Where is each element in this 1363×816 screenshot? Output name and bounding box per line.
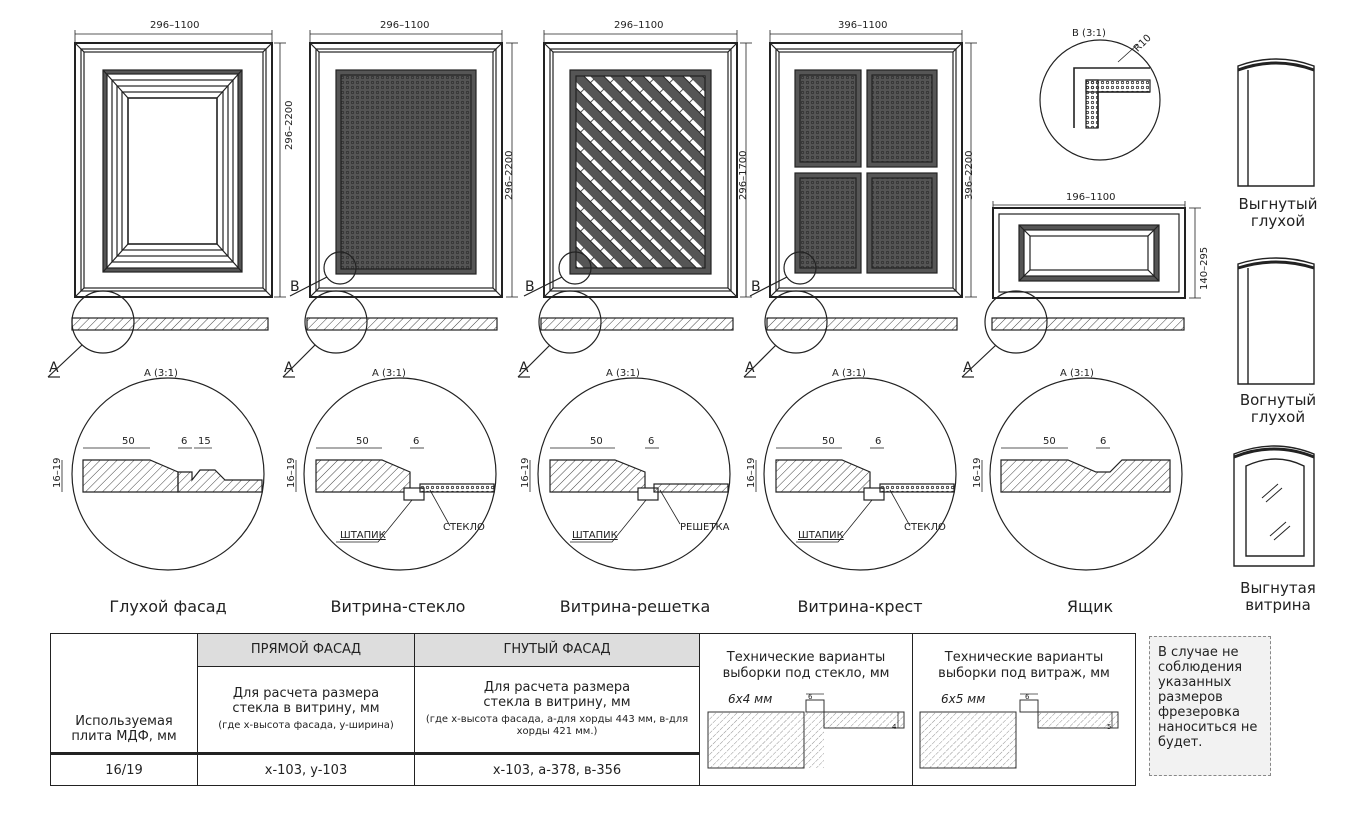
facade-5-width: 196–1100 (1066, 192, 1116, 203)
caption-grille: Витрина-решетка (559, 597, 711, 616)
straight-desc-cell: Для расчета размера стекла в витрину, мм… (197, 665, 415, 756)
facade-2-width: 296–1100 (380, 20, 430, 31)
bent-title: ГНУТЫЙ ФАСАД (414, 633, 700, 667)
callout-b-3: В (525, 279, 535, 295)
detail-a-drawer (981, 377, 1183, 571)
facade-4-height: 396–2200 (964, 150, 975, 200)
facade-4-width: 396–1100 (838, 20, 888, 31)
glass-variant-dim: 6x4 мм (728, 691, 773, 706)
label-shtapik-2: ШТАПИК (340, 530, 386, 541)
callout-b-4: В (751, 279, 761, 295)
label-steklo-4: СТЕКЛО (904, 522, 946, 533)
caption-drawer: Ящик (1066, 597, 1114, 616)
callout-a-5: А (963, 360, 973, 376)
label-shtapik-3: ШТАПИК (572, 530, 618, 541)
detail-a-title-5: А (3:1) (1060, 368, 1094, 379)
detail-b-title: В (3:1) (1072, 28, 1106, 39)
glass-variant-6: 6 (808, 692, 813, 701)
dim-50-5: 50 (1043, 436, 1056, 447)
facade-solid (47, 30, 286, 378)
callout-a-4: А (745, 360, 755, 376)
label-steklo-2: СТЕКЛО (443, 522, 485, 533)
facade-glass (282, 30, 518, 378)
facade-grille (517, 30, 752, 378)
facade-2-height: 296–2200 (504, 150, 515, 200)
detail-a-title-2: А (3:1) (372, 368, 406, 379)
dim-50-2: 50 (356, 436, 369, 447)
bent-desc-cell: Для расчета размера стекла в витрину, мм… (414, 665, 700, 756)
callout-b-2: В (290, 279, 300, 295)
side-label-convex-solid: Выгнутый глухой (1238, 195, 1318, 230)
vitrage-variant-title: Технические варианты выборки под витраж,… (938, 649, 1110, 681)
callout-a-2: А (284, 360, 294, 376)
detail-a-cross (755, 377, 957, 571)
glass-variant-cell: Технические варианты выборки под стекло,… (699, 633, 913, 786)
dim-15-1: 15 (198, 436, 211, 447)
dim-50-4: 50 (822, 436, 835, 447)
glass-variant-4: 4 (892, 722, 897, 731)
vitrage-variant-cell: Технические варианты выборки под витраж,… (912, 633, 1136, 786)
col-mdf-header: Используемая плита МДФ, мм (50, 633, 198, 754)
dim-thk-3: 16–19 (520, 457, 531, 488)
facade-1-width: 296–1100 (150, 20, 200, 31)
dim-6-5: 6 (1100, 436, 1107, 447)
bent-concave-solid (1237, 257, 1315, 385)
side-label-convex-glass: Выгнутая витрина (1240, 579, 1316, 614)
warning-note: В случае не соблюдения указанных размеро… (1149, 636, 1271, 776)
glass-variant-title: Технические варианты выборки под стекло,… (722, 649, 890, 681)
detail-a-title-3: А (3:1) (606, 368, 640, 379)
dim-thk-2: 16–19 (286, 457, 297, 488)
label-shtapik-4: ШТАПИК (798, 530, 844, 541)
detail-a-solid (61, 377, 265, 571)
detail-b-circle (1039, 39, 1161, 161)
dim-thk-1: 16–19 (52, 457, 63, 488)
callout-a-1: А (49, 360, 59, 376)
facade-3-width: 296–1100 (614, 20, 664, 31)
facade-5-height: 140–295 (1199, 246, 1210, 290)
vitrage-variant-dim: 6x5 мм (941, 691, 986, 706)
straight-title: ПРЯМОЙ ФАСАД (197, 633, 415, 667)
facade-1-height: 296–2200 (284, 100, 295, 150)
dim-50-1: 50 (122, 436, 135, 447)
dim-6-2: 6 (413, 436, 420, 447)
dim-50-3: 50 (590, 436, 603, 447)
detail-a-title-4: А (3:1) (832, 368, 866, 379)
bent-value: x-103, a-378, в-356 (414, 753, 700, 786)
bent-convex-solid (1237, 58, 1315, 187)
caption-glass: Витрина-стекло (330, 597, 466, 616)
mdf-value: 16/19 (50, 752, 198, 786)
vitrage-variant-5: 5 (1107, 722, 1112, 731)
detail-a-title-1: А (3:1) (144, 368, 178, 379)
facade-drawer (961, 201, 1201, 378)
facade-3-height: 296–1700 (738, 150, 749, 200)
detail-a-grille (529, 377, 731, 571)
bent-convex-glass (1233, 445, 1315, 567)
dim-thk-4: 16–19 (746, 457, 757, 488)
callout-a-3: А (519, 360, 529, 376)
dim-6-4: 6 (875, 436, 882, 447)
straight-value: x-103, y-103 (197, 753, 415, 786)
dim-thk-5: 16–19 (972, 457, 983, 488)
detail-a-glass (295, 377, 497, 571)
label-reshetka-3: РЕШЕТКА (680, 522, 730, 533)
caption-solid: Глухой фасад (109, 597, 227, 616)
side-label-concave-solid: Вогнутый глухой (1239, 391, 1317, 426)
spec-table: Используемая плита МДФ, мм ПРЯМОЙ ФАСАД … (50, 633, 1136, 786)
dim-6-1: 6 (181, 436, 188, 447)
facade-cross (743, 30, 977, 378)
caption-cross: Витрина-крест (797, 597, 923, 616)
dim-6-3: 6 (648, 436, 655, 447)
vitrage-variant-6: 6 (1025, 692, 1030, 701)
